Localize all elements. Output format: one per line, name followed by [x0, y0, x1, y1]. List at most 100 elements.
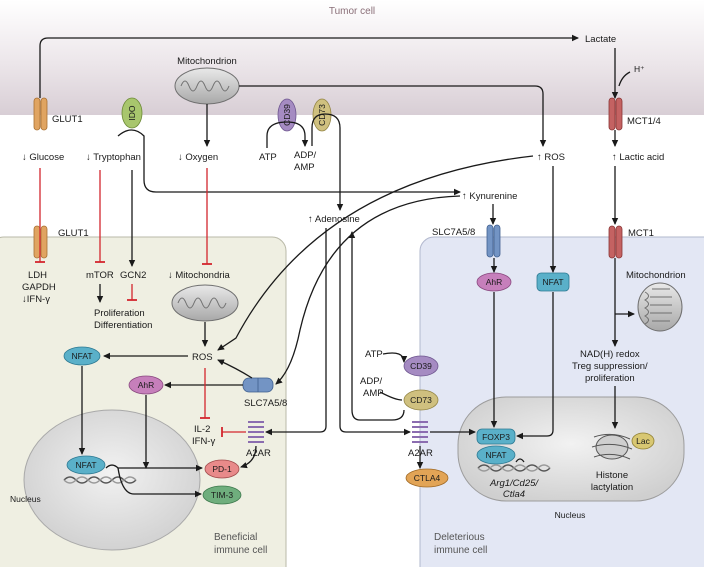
ros-immune-label: ROS	[192, 352, 213, 363]
pd1-label: PD-1	[212, 464, 232, 474]
il2-label: IL-2	[194, 424, 210, 435]
down-arrow-icon: ↓	[22, 152, 29, 163]
ros-tme-label: ↑ ROS	[537, 152, 565, 163]
ifn-gamma-label: IFN-γ	[192, 436, 215, 447]
down-arrow-icon: ↓	[86, 152, 93, 163]
mct1-transporter	[608, 225, 623, 259]
genes-label-1: Arg1/Cd25/	[489, 478, 539, 489]
a2ar-deleterious	[412, 421, 428, 443]
nfat-nucleus-left-label: NFAT	[75, 460, 96, 470]
cd39-deleterious-label: CD39	[410, 361, 432, 371]
down-arrow-icon: ↓	[178, 152, 185, 163]
immune-mitochondrion-left	[171, 284, 239, 322]
a2ar-beneficial-label: A2AR	[246, 448, 271, 459]
tumor-cell-region	[0, 0, 704, 115]
tumor-cell-title: Tumor cell	[329, 6, 375, 17]
treg-suppression-label: Treg suppression/	[572, 361, 648, 372]
up-arrow-icon: ↑	[462, 191, 469, 202]
histone-icon	[591, 433, 633, 460]
nucleus-left-label: Nucleus	[10, 494, 41, 504]
nfat-nucleus-right-label: NFAT	[485, 450, 506, 460]
gapdh-label: GAPDH	[22, 282, 56, 293]
slc7a58-deleterious-label: SLC7A5/8	[432, 227, 475, 238]
oxygen-label: ↓ Oxygen	[178, 152, 218, 163]
ido-label: IDO	[127, 105, 137, 121]
proliferation-label: Proliferation	[94, 308, 145, 319]
deleterious-cell-label-1: Deleterious	[434, 532, 485, 543]
up-arrow-icon: ↑	[537, 152, 544, 163]
nfat-deleterious-label: NFAT	[542, 277, 563, 287]
nfat-beneficial	[63, 346, 101, 366]
cd73-deleterious	[403, 389, 439, 411]
slc7a58-deleterious	[486, 224, 501, 258]
slc7a58-beneficial-label: SLC7A5/8	[244, 398, 287, 409]
glut1-immune-transporter	[33, 225, 48, 259]
beneficial-cell-label-2: immune cell	[214, 545, 267, 556]
mtor-label: mTOR	[86, 270, 114, 281]
down-arrow-icon: ↓	[168, 270, 175, 281]
cd39-tumor-label: CD39	[282, 104, 292, 126]
foxp3-marker	[476, 428, 516, 445]
proliferation-deleterious-label: proliferation	[585, 373, 635, 384]
immune-mitochondrion-right	[637, 282, 683, 332]
foxp3-label: FOXP3	[482, 432, 510, 442]
adp-amp-label-1: ADP/	[294, 150, 317, 161]
adenosine-label: ↑ Adenosine	[308, 214, 360, 225]
tryptophan-label: ↓ Tryptophan	[86, 152, 141, 163]
a2ar-beneficial	[248, 421, 264, 443]
tumor-mitochondrion-label: Mitochondrion	[177, 56, 237, 67]
lactic-acid-label: ↑ Lactic acid	[612, 152, 664, 163]
pd1-marker	[204, 459, 240, 479]
beneficial-cell-label-1: Beneficial	[214, 532, 257, 543]
histone-label: Histone	[596, 470, 628, 481]
cd73-deleterious-label: CD73	[410, 395, 432, 405]
mct14-label: MCT1/4	[627, 116, 661, 127]
differentiation-label: Differentiation	[94, 320, 152, 331]
mct1-label: MCT1	[628, 228, 654, 239]
gcn2-label: GCN2	[120, 270, 146, 281]
genes-label-2: Ctla4	[503, 489, 525, 500]
tim3-label: TIM-3	[211, 490, 233, 500]
nfat-nucleus-right	[476, 445, 516, 465]
tumor-mitochondrion	[174, 67, 240, 105]
glucose-label: ↓ Glucose	[22, 152, 64, 163]
nucleus-right	[457, 396, 685, 502]
glut1-immune-label: GLUT1	[58, 228, 89, 239]
adp-amp-deleterious-label-2: AMP	[363, 388, 384, 399]
kynurenine-label: ↑ Kynurenine	[462, 191, 517, 202]
adp-amp-label-2: AMP	[294, 162, 315, 173]
down-arrow-icon: ↓	[22, 294, 27, 305]
mitochondrion-deleterious-label: Mitochondrion	[626, 270, 686, 281]
dna-right	[477, 464, 551, 472]
up-arrow-icon: ↑	[308, 214, 315, 225]
lactate-label: Lactate	[585, 34, 616, 45]
atp-label: ATP	[259, 152, 277, 163]
cd39-tumor	[277, 98, 297, 132]
ahr-deleterious	[476, 272, 512, 292]
ido-enzyme	[121, 97, 143, 129]
nfat-beneficial-label: NFAT	[71, 351, 92, 361]
nfat-deleterious	[536, 272, 570, 292]
lac-label: Lac	[636, 436, 650, 446]
deleterious-cell-label-2: immune cell	[434, 545, 487, 556]
dna-left	[63, 476, 137, 484]
glut1-tumor-label: GLUT1	[52, 114, 83, 125]
mct14-transporter	[608, 97, 623, 131]
nad-redox-label: NAD(H) redox	[580, 349, 640, 360]
ahr-deleterious-label: AhR	[486, 277, 503, 287]
slc7a58-beneficial	[242, 377, 274, 393]
ahr-beneficial-label: AhR	[138, 380, 155, 390]
activation-arrows	[39, 34, 635, 498]
ahr-beneficial	[128, 375, 164, 395]
ctla4-label: CTLA4	[414, 473, 441, 483]
nucleus-right-label: Nucleus	[555, 510, 586, 520]
nfat-nucleus-left	[66, 455, 106, 475]
adp-amp-deleterious-label-1: ADP/	[360, 376, 383, 387]
ldh-label: LDH	[28, 270, 47, 281]
inhibition-arrows	[35, 168, 246, 437]
ifn-label: ↓IFN-γ	[22, 294, 50, 305]
glut1-tumor-transporter	[33, 97, 48, 131]
up-arrow-icon: ↑	[612, 152, 619, 163]
h-plus-label: H⁺	[634, 64, 645, 74]
